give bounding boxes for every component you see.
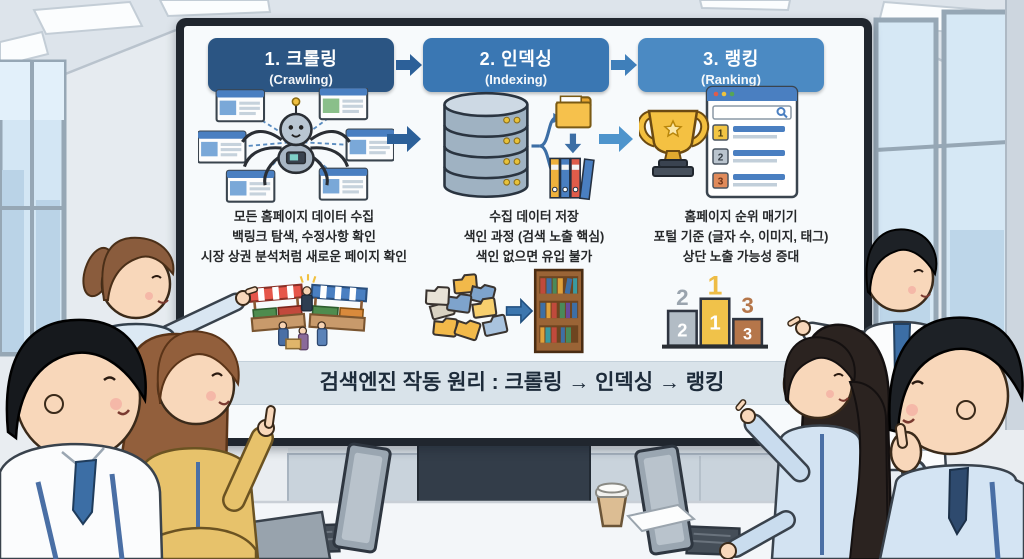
folders-to-bookshelf-icon [424,268,584,354]
market-people [278,286,328,351]
step3-subtitle: (Ranking) [701,72,761,87]
svg-text:1: 1 [709,312,720,334]
svg-text:1: 1 [708,272,723,301]
svg-text:3: 3 [743,326,752,344]
summary-banner: 검색엔진 작동 원리 : 크롤링 → 인덱싱 → 랭킹 [200,361,844,405]
presentation-screen: 1. 크롤링 (Crawling) 2. 인덱싱 (Indexing) 3. 랭… [176,18,872,446]
magnifier-icon [776,107,788,119]
svg-text:3: 3 [718,177,724,188]
binders-icon [549,157,595,201]
podium-icon: 2 1 3 2 1 3 [662,272,768,349]
svg-text:2: 2 [677,319,687,340]
database-index-icon [443,91,595,201]
crawler-spider-icon [198,88,394,203]
svg-text:2: 2 [676,285,688,310]
robot-spider [241,97,351,186]
step2-subtitle: (Indexing) [484,72,548,87]
ranking-caption: 홈페이지 순위 매기기 포털 기준 (글자 수, 이미지, 태그) 상단 노출 … [653,209,829,264]
step1-title: 1. 크롤링 [264,49,338,69]
trophy-ranking-icon: 1 2 3 [639,85,799,199]
slide: 1. 크롤링 (Crawling) 2. 인덱싱 (Indexing) 3. 랭… [184,26,864,438]
search-results-window: 1 2 3 [705,85,799,199]
left-window [0,59,67,357]
webpage-windows [198,88,394,203]
step3-title: 3. 랭킹 [703,49,759,69]
crawling-caption: 모든 홈페이지 데이터 수집 백링크 탐색, 수정사항 확인 시장 상권 분석처… [200,209,408,264]
step2-header: 2. 인덱싱 (Indexing) [423,38,609,92]
step3-header: 3. 랭킹 (Ranking) [638,38,824,92]
search-bar [712,105,792,120]
arrow-right-icon [387,126,421,152]
star-icon [663,119,683,138]
market-scene-icon [248,274,368,351]
indexing-caption: 수집 데이터 저장 색인 과정 (검색 노출 핵심) 색인 없으면 유입 불가 [463,209,605,264]
svg-text:1: 1 [718,129,724,140]
step1-subtitle: (Crawling) [269,72,333,87]
trophy-icon [639,109,710,177]
svg-text:2: 2 [718,153,724,164]
folder-icon [555,95,592,129]
conference-table [0,502,1024,559]
arrow-right-icon [396,54,422,76]
arrow-right-icon [599,126,633,152]
step2-title: 2. 인덱싱 [479,49,553,69]
step1-header: 1. 크롤링 (Crawling) [208,38,394,92]
arrow-right-icon [505,297,534,325]
arrow-right-icon [611,54,637,76]
screen-stand-panel [417,439,591,503]
svg-text:3: 3 [741,293,753,318]
bookshelf-icon [533,268,584,354]
